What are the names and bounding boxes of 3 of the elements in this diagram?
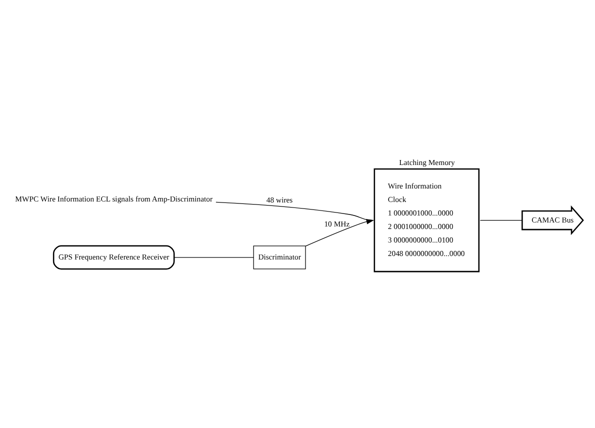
arrow <box>305 218 374 246</box>
connector <box>480 219 522 220</box>
connector <box>174 256 254 258</box>
